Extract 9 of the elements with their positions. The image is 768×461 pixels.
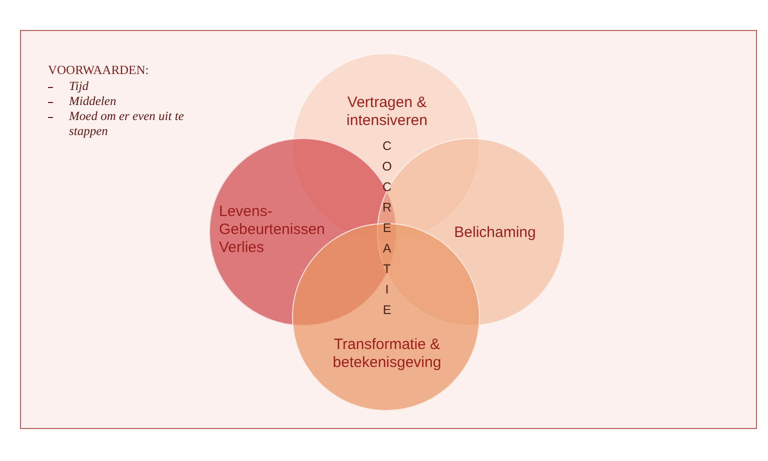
circle-label: Belichaming	[453, 224, 537, 242]
circle-label: Vertragen & intensiveren	[346, 94, 428, 130]
circle-label: Levens- Gebeurtenissen Verlies	[219, 203, 325, 257]
list-item: Tijd	[69, 79, 90, 94]
vertical-label: COCREATIE	[380, 139, 394, 324]
list-item: Moed om er even uit te stappen	[69, 109, 185, 138]
list-heading: VOORWAARDEN:	[48, 63, 149, 78]
list-item: Middelen	[69, 94, 118, 108]
circle-label: Transformatie & betekenisgeving	[332, 336, 442, 372]
